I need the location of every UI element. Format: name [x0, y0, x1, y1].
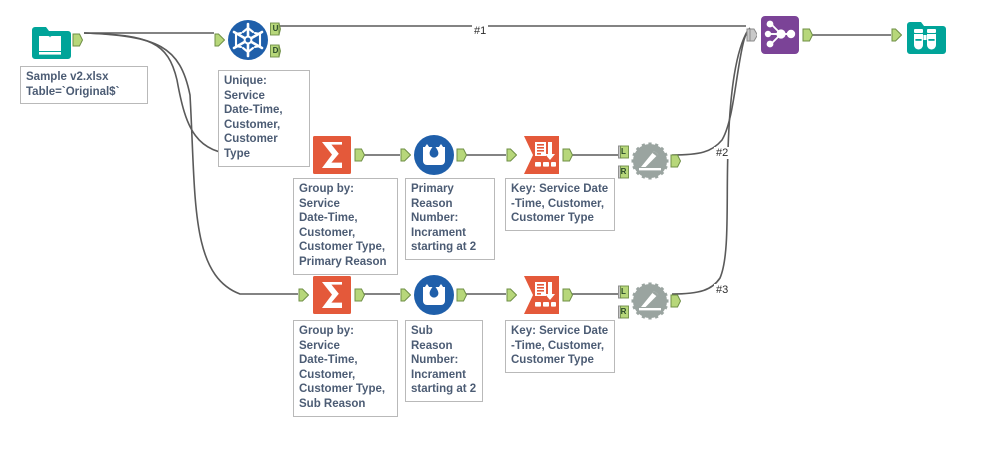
annotation-crosstab-primary: Key: Service Date -Time, Customer, Custo… — [505, 178, 615, 231]
sigma-icon — [310, 273, 354, 317]
annotation-unique: Unique: Service Date-Time, Customer, Cus… — [218, 70, 310, 167]
output-anchor-unique-u[interactable]: U — [270, 22, 281, 36]
input-anchor-append-sub-l[interactable]: L — [618, 285, 629, 299]
crosstab-icon — [518, 273, 562, 317]
tool-join-multiple[interactable] — [746, 13, 813, 57]
input-anchor-multirow-sub-0[interactable] — [400, 288, 411, 302]
snowflake-icon — [226, 18, 270, 62]
connection-label-conn-2: #2 — [714, 147, 731, 159]
input-anchor-browse-0[interactable] — [891, 28, 902, 42]
output-anchor-append-sub-0[interactable] — [670, 294, 681, 308]
input-anchor-crosstab-sub-0[interactable] — [506, 288, 517, 302]
tool-crosstab-primary[interactable] — [506, 133, 573, 177]
tool-input-data[interactable] — [28, 18, 83, 62]
append-fields-icon — [630, 281, 674, 325]
input-anchor-append-primary-l[interactable]: L — [618, 145, 629, 159]
annotation-multirow-sub: Sub Reason Number: Incrament starting at… — [405, 320, 483, 402]
tool-summarize-primary[interactable] — [298, 133, 365, 177]
annotation-summarize-primary: Group by: Service Date-Time, Customer, C… — [293, 178, 398, 275]
connection-label-conn-1: #1 — [472, 25, 489, 37]
input-anchor-append-primary-r[interactable]: R — [618, 165, 629, 179]
output-anchor-unique-d[interactable]: D — [270, 44, 281, 58]
tool-browse[interactable] — [891, 13, 947, 57]
output-anchor-summarize-primary-0[interactable] — [354, 148, 365, 162]
input-anchor-join-multiple-0[interactable] — [746, 28, 757, 42]
output-anchor-summarize-sub-0[interactable] — [354, 288, 365, 302]
excel-book-icon — [28, 18, 72, 62]
connection-label-conn-3: #3 — [714, 284, 731, 296]
input-anchor-unique-0[interactable] — [214, 33, 225, 47]
binoculars-icon — [903, 13, 947, 57]
annotation-multirow-primary: Primary Reason Number: Incrament startin… — [405, 178, 495, 260]
output-anchor-multirow-sub-0[interactable] — [456, 288, 467, 302]
input-anchor-summarize-sub-0[interactable] — [298, 288, 309, 302]
output-anchor-crosstab-primary-0[interactable] — [562, 148, 573, 162]
output-anchor-append-primary-0[interactable] — [670, 154, 681, 168]
annotation-crosstab-sub: Key: Service Date -Time, Customer, Custo… — [505, 320, 615, 373]
join-multiple-icon — [758, 13, 802, 57]
input-anchor-append-sub-r[interactable]: R — [618, 305, 629, 319]
input-anchor-multirow-primary-0[interactable] — [400, 148, 411, 162]
wire-ap-join-sub[interactable] — [671, 29, 749, 295]
water-drop-icon — [412, 133, 456, 177]
sigma-icon — [310, 133, 354, 177]
output-anchor-multirow-primary-0[interactable] — [456, 148, 467, 162]
wire-ap-join-primary[interactable] — [671, 27, 751, 156]
annotation-summarize-sub: Group by: Service Date-Time, Customer, C… — [293, 320, 398, 417]
output-anchor-input-data-0[interactable] — [72, 33, 83, 47]
wire-input-sum-sub[interactable] — [83, 32, 298, 295]
append-fields-icon — [630, 141, 674, 185]
tool-multirow-sub[interactable] — [400, 273, 467, 317]
input-anchor-crosstab-primary-0[interactable] — [506, 148, 517, 162]
tool-crosstab-sub[interactable] — [506, 273, 573, 317]
output-anchor-crosstab-sub-0[interactable] — [562, 288, 573, 302]
crosstab-icon — [518, 133, 562, 177]
tool-summarize-sub[interactable] — [298, 273, 365, 317]
annotation-input-data: Sample v2.xlsx Table=`Original$` — [20, 66, 148, 105]
water-drop-icon — [412, 273, 456, 317]
output-anchor-join-multiple-0[interactable] — [802, 28, 813, 42]
tool-multirow-primary[interactable] — [400, 133, 467, 177]
